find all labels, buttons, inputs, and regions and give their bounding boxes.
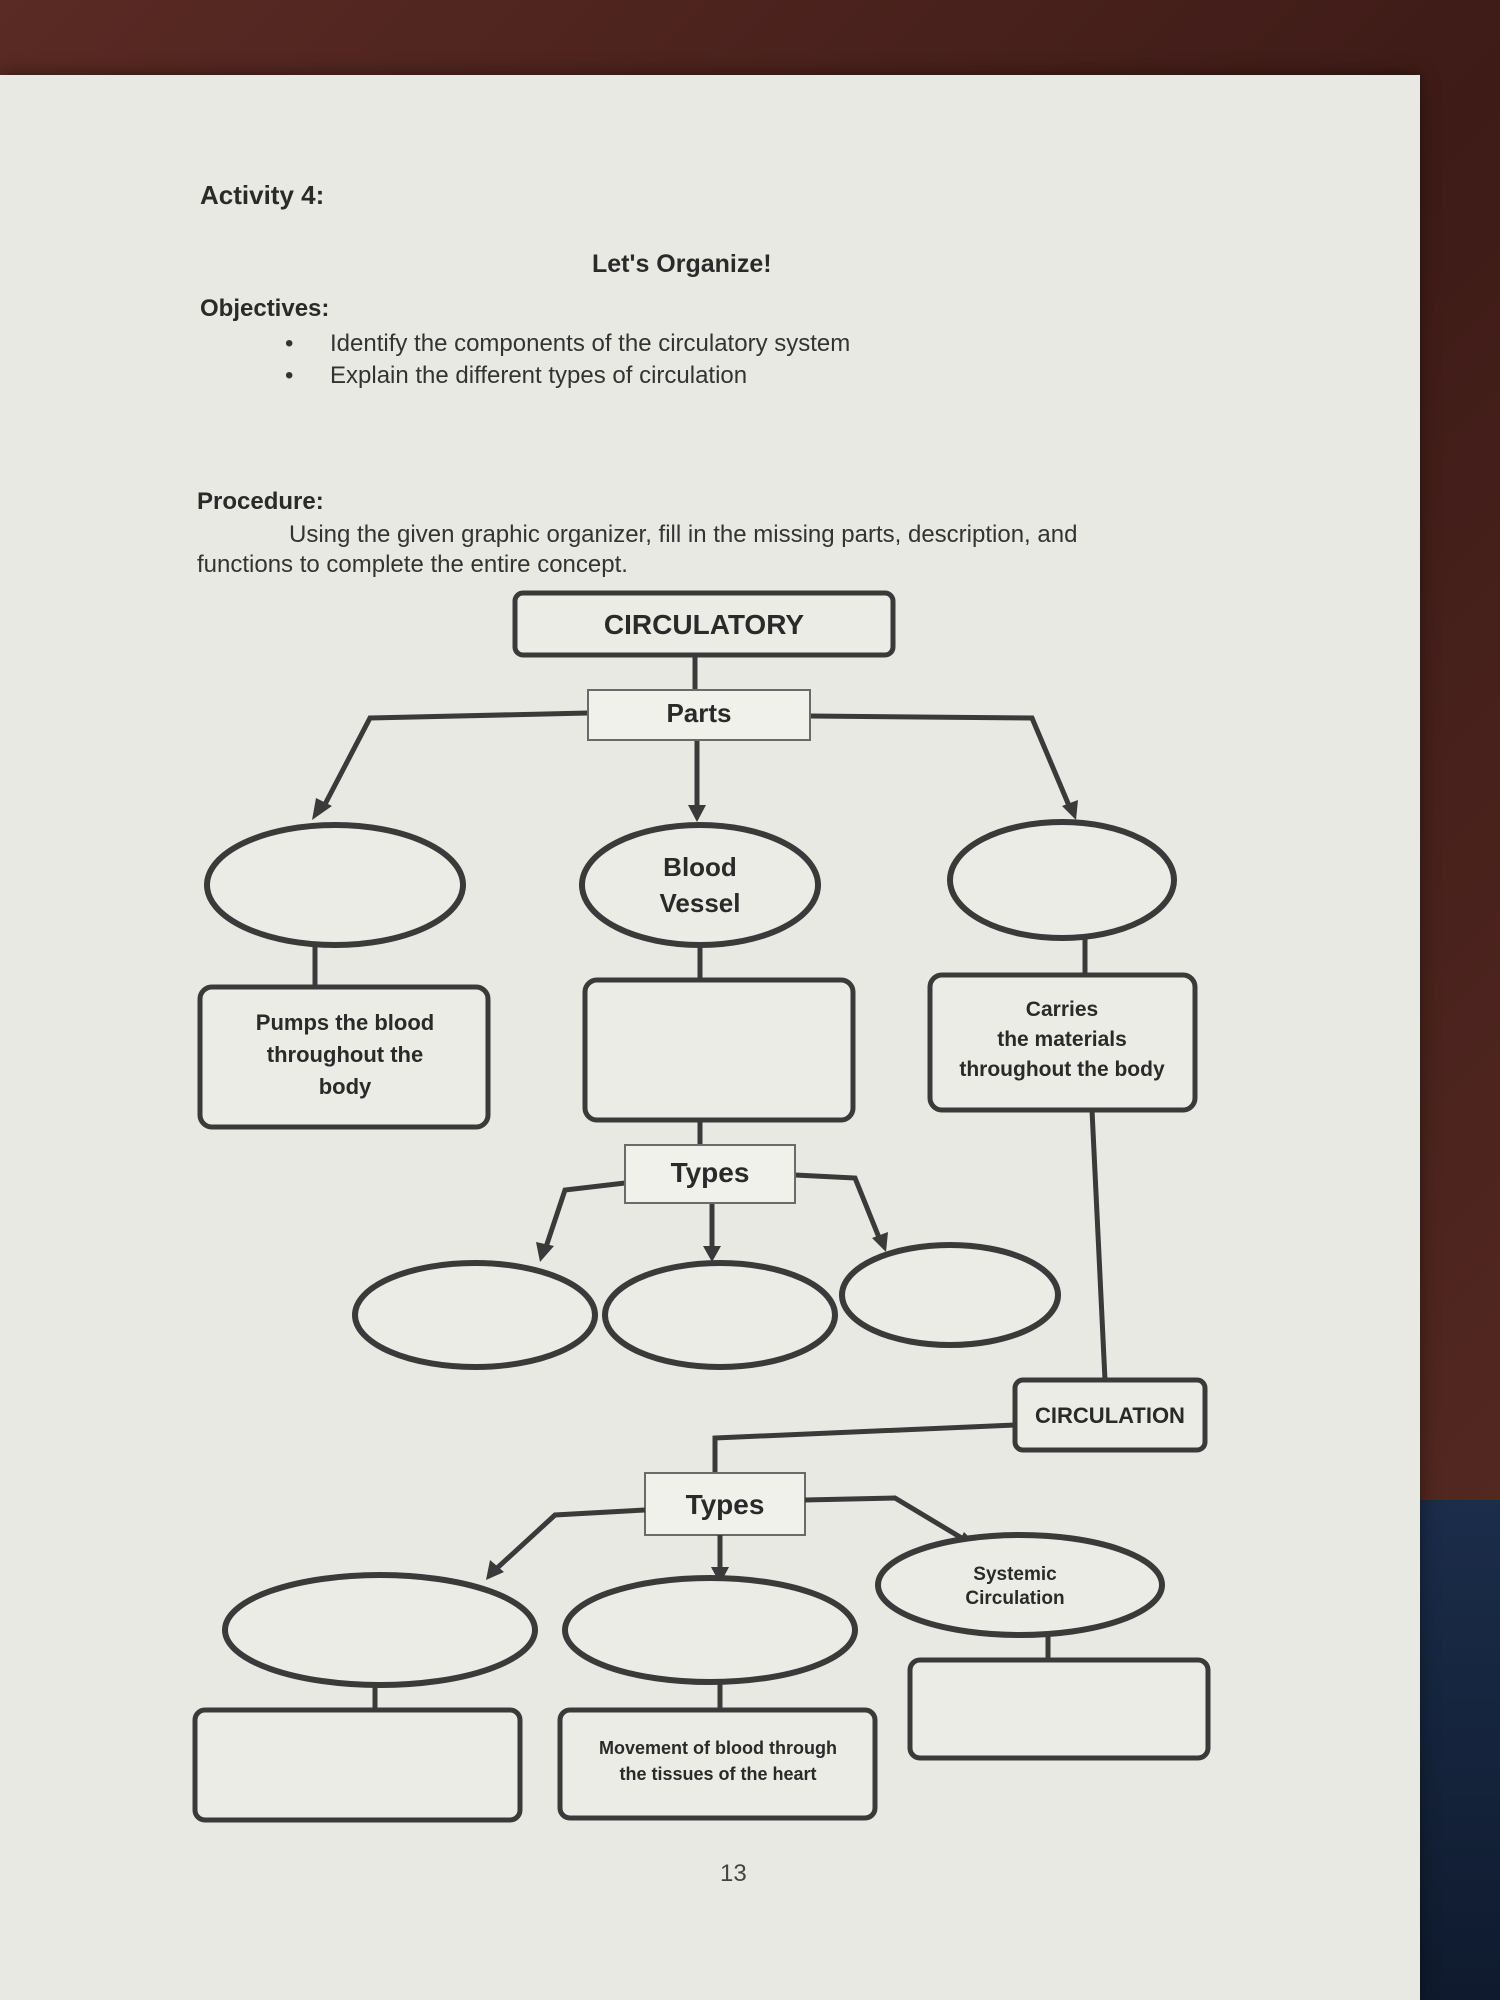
vessel-types-label: Types [671, 1157, 750, 1188]
parts-label: Parts [666, 698, 731, 728]
root-box [512, 590, 896, 658]
blood-vessel-ellipse [579, 822, 821, 948]
connector-line [319, 710, 589, 812]
procedure-heading: Procedure: [197, 488, 324, 515]
vessel-description-box-blank [582, 977, 856, 1123]
connector-line [794, 1172, 883, 1241]
arrow-icon [703, 1246, 721, 1262]
objectives-list: • Identify the components of the circulat… [285, 330, 850, 394]
list-item: • Explain the different types of circulat… [285, 362, 850, 394]
connector-line [809, 713, 1073, 809]
blood-description: Carries [1026, 998, 1098, 1021]
circulation-types-label: Types [686, 1489, 765, 1520]
objective-text: Explain the different types of circulati… [330, 362, 748, 389]
vessel-type-ellipse-blank [839, 1242, 1061, 1348]
procedure-text: Using the given graphic organizer, fill … [197, 521, 1078, 578]
circulation-box [1012, 1377, 1208, 1453]
heart-description: Pumps the blood [256, 1010, 434, 1035]
pulmonary-description-box-blank [192, 1707, 523, 1823]
connector-line [542, 1180, 626, 1251]
page-number: 13 [720, 1860, 747, 1887]
blood-ellipse-blank [947, 819, 1177, 941]
systemic-circulation-label: Systemic [973, 1564, 1057, 1585]
parts-label-box [587, 689, 811, 741]
bullet-icon: • [285, 330, 294, 357]
arrow-icon [486, 1560, 504, 1580]
vessel-type-ellipse-blank [602, 1260, 838, 1370]
systemic-description-box-blank [907, 1657, 1211, 1761]
heart-ellipse-blank [204, 822, 466, 948]
coronary-description: the tissues of the heart [619, 1764, 816, 1784]
circulation-type-ellipse-blank [222, 1572, 538, 1688]
connector-line [804, 1495, 967, 1543]
connector-line [712, 1422, 1016, 1475]
page-title: Let's Organize! [592, 250, 772, 278]
blood-description: throughout the body [959, 1058, 1165, 1081]
circulation-types-label-box [644, 1472, 806, 1536]
circulation-label: CIRCULATION [1035, 1403, 1185, 1428]
heart-description: body [319, 1074, 372, 1099]
systemic-circulation-ellipse [875, 1532, 1165, 1638]
blood-vessel-label: Vessel [660, 888, 741, 918]
heart-description: throughout the [267, 1042, 423, 1067]
arrow-icon [872, 1232, 888, 1252]
systemic-circulation-label: Circulation [965, 1588, 1064, 1609]
objective-text: Identify the components of the circulato… [330, 330, 851, 357]
arrow-icon [688, 805, 706, 822]
activity-heading: Activity 4: [200, 180, 325, 210]
blood-description-box [927, 972, 1198, 1113]
coronary-description: Movement of blood through [599, 1738, 837, 1758]
arrow-icon [312, 798, 332, 820]
vessel-types-label-box [624, 1144, 796, 1204]
coronary-description-box [557, 1707, 878, 1821]
blood-vessel-label: Blood [663, 852, 737, 882]
root-label: CIRCULATORY [604, 609, 804, 640]
blood-description: the materials [997, 1028, 1127, 1051]
arrow-icon [536, 1242, 554, 1262]
connector-line [493, 1507, 646, 1572]
heart-description-box [197, 984, 491, 1130]
vessel-type-ellipse-blank [352, 1260, 598, 1370]
bullet-icon: • [285, 362, 294, 389]
connector-line [1089, 1109, 1108, 1381]
circulation-type-ellipse-blank [562, 1575, 858, 1685]
arrow-icon [1062, 800, 1078, 820]
list-item: • Identify the components of the circulat… [285, 330, 850, 362]
objectives-heading: Objectives: [200, 295, 330, 322]
